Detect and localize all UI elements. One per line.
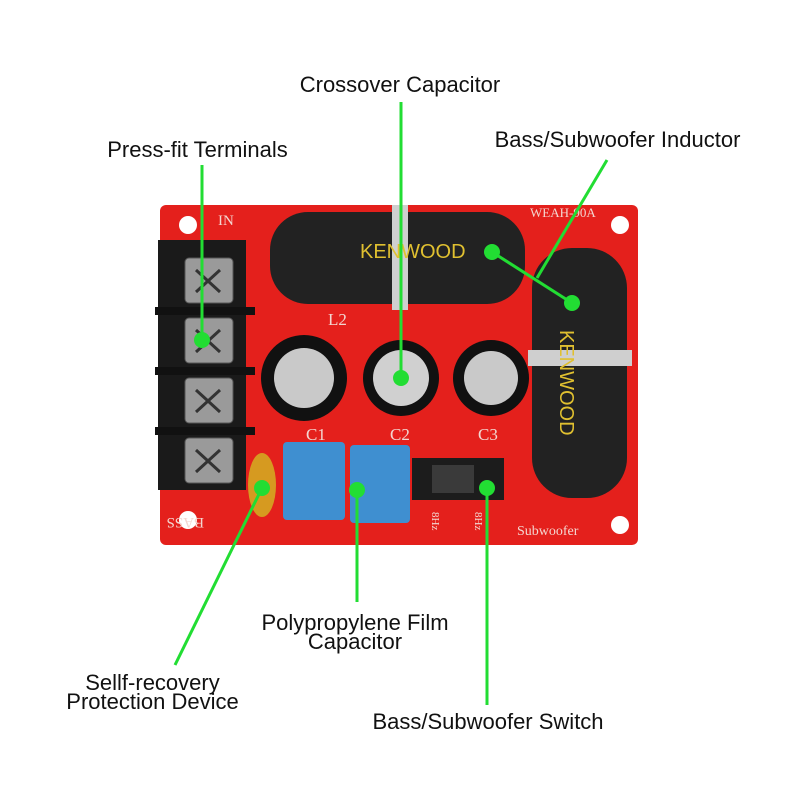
callout-bass-subwoofer-switch: Bass/Subwoofer Switch	[372, 709, 604, 734]
mounting-holes	[179, 216, 629, 534]
l2-inductor: KENWOOD	[270, 205, 525, 310]
8hz-alt-silk-label: 8Hz	[472, 512, 484, 530]
callout-polypropylene-line1: Polypropylene Film	[261, 610, 449, 635]
callout-crossover-capacitor: Crossover Capacitor	[299, 72, 501, 97]
in-silk-label: IN	[218, 213, 234, 229]
callout-protection-line2: Protection Device	[66, 689, 239, 714]
callout-press-fit-terminals: Press-fit Terminals	[107, 137, 288, 162]
c3-silk-label: C3	[478, 425, 498, 444]
l2-silk-label: L2	[328, 310, 347, 329]
callout-protection-line1: Sellf-recovery	[85, 670, 220, 695]
subwoofer-silk-label: Subwoofer	[517, 524, 579, 539]
callout-bass-subwoofer-inductor: Bass/Subwoofer Inductor	[494, 127, 741, 152]
terminal-block	[155, 240, 255, 490]
c1-silk-label: C1	[306, 425, 326, 444]
bass-silk-label: BASS	[166, 514, 204, 530]
film-capacitors	[283, 442, 410, 523]
c2-silk-label: C2	[390, 425, 410, 444]
callout-dots	[194, 244, 580, 498]
model-silk-label: WEAH-90A	[530, 205, 596, 220]
callout-polypropylene-line2: Capacitor	[307, 629, 403, 654]
8hz-silk-label: 8Hz	[429, 512, 441, 530]
l1-inductor: KENWOOD	[528, 248, 632, 498]
callout-lines	[173, 102, 609, 705]
brand-print: KENWOOD	[360, 241, 466, 263]
brand-print-vertical: KENWOOD	[555, 330, 577, 436]
